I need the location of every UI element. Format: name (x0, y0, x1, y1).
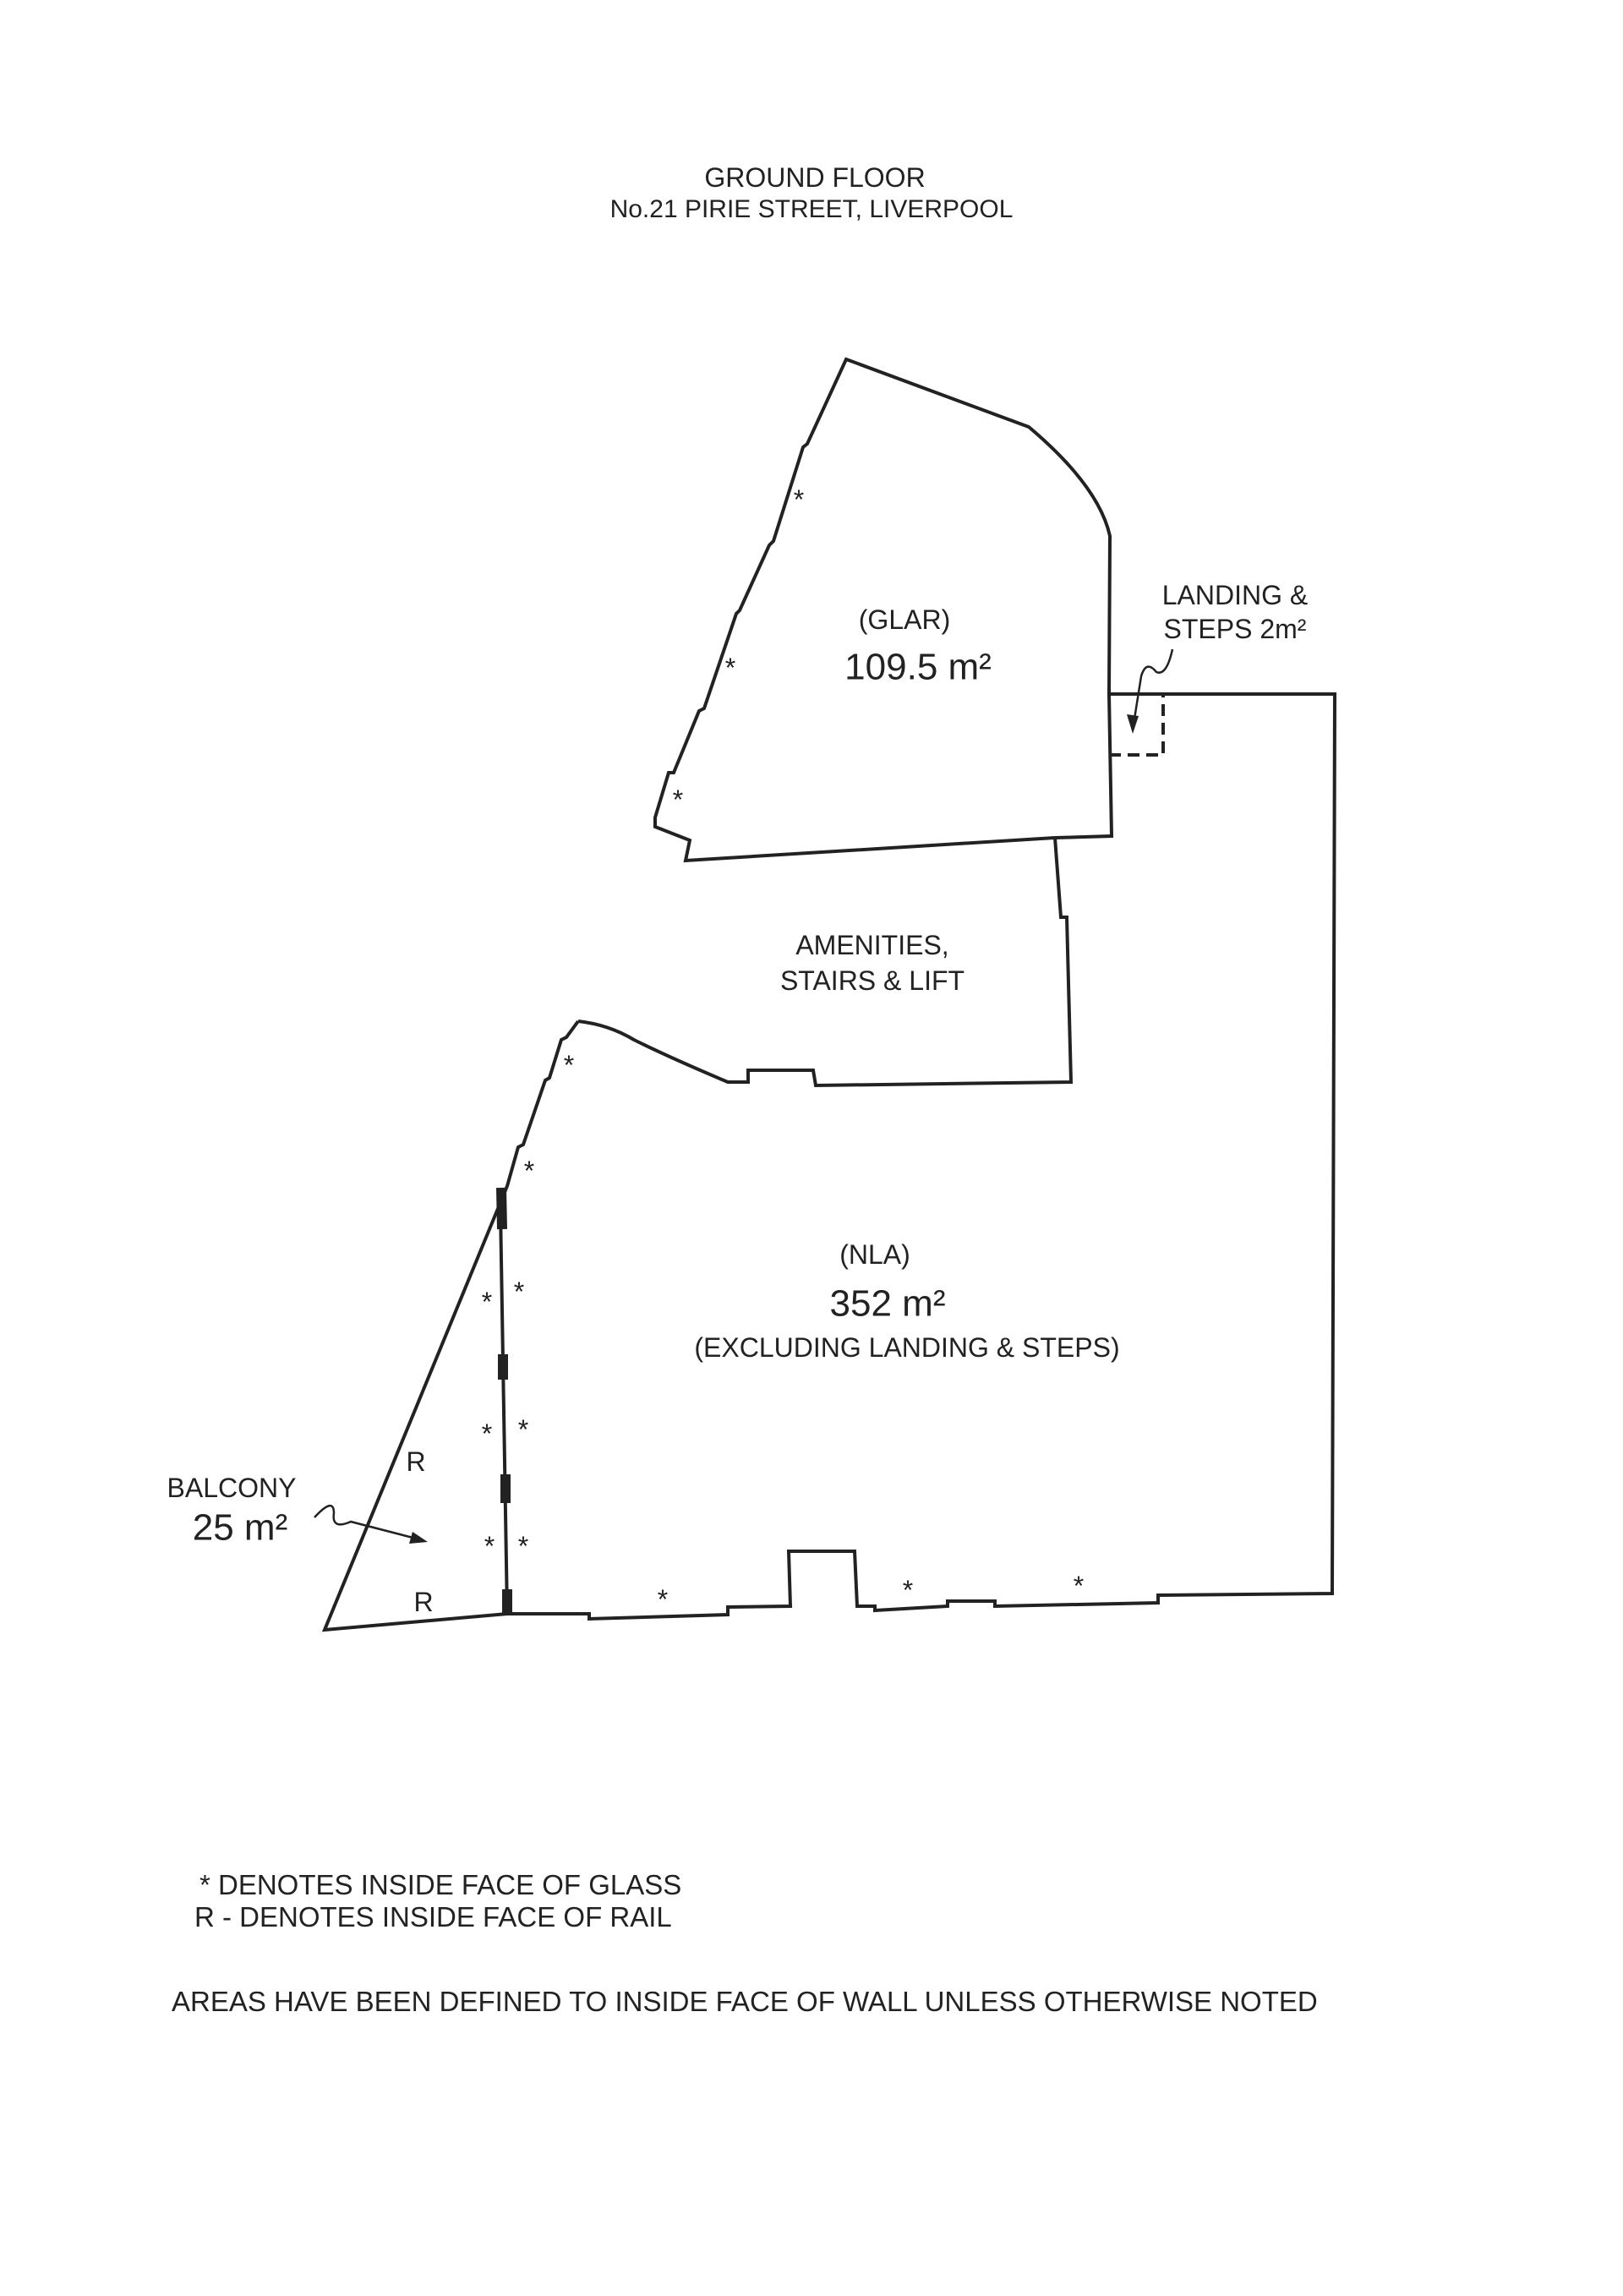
landing-label-1: LANDING & (1161, 579, 1309, 610)
amenities-outline (577, 837, 1074, 1088)
mullions (496, 1187, 512, 1614)
nla-outline (507, 692, 1337, 1621)
nla-label: (NLA) (839, 1238, 910, 1270)
balcony-label: BALCONY (167, 1472, 297, 1503)
rail-marker: R (406, 1446, 426, 1477)
glar-area: 109.5 m² (844, 646, 992, 688)
glass-marker: * (793, 484, 805, 515)
plan-title: GROUND FLOOR (704, 161, 926, 193)
nla-area: 352 m² (829, 1282, 946, 1325)
glass-marker: * (481, 1286, 493, 1317)
glass-marker: * (517, 1413, 529, 1445)
glass-marker: * (484, 1530, 495, 1561)
areas-note: AREAS HAVE BEEN DEFINED TO INSIDE FACE O… (172, 1986, 1318, 2017)
landing-steps-dashed (1109, 694, 1165, 757)
glass-marker: * (513, 1276, 525, 1307)
glar-label: (GLAR) (858, 604, 951, 635)
rail-marker: R (413, 1586, 434, 1617)
glass-marker: * (657, 1583, 669, 1615)
glass-marker: * (563, 1049, 575, 1080)
glass-marker: * (672, 784, 684, 815)
glass-marker: * (481, 1418, 493, 1449)
legend-rail: R - DENOTES INSIDE FACE OF RAIL (194, 1901, 672, 1932)
glass-mullion-line (499, 1208, 509, 1615)
glass-marker: * (523, 1155, 535, 1186)
plan-address: No.21 PIRIE STREET, LIVERPOOL (609, 195, 1014, 223)
balcony-area: 25 m² (192, 1506, 288, 1549)
landing-label-2: STEPS 2m² (1163, 613, 1307, 644)
glass-marker: * (517, 1530, 529, 1561)
balcony-arrowhead (409, 1532, 428, 1544)
glass-marker: * (902, 1574, 914, 1605)
legend-glass: * DENOTES INSIDE FACE OF GLASS (199, 1869, 682, 1900)
glass-marker: * (1073, 1570, 1085, 1601)
landing-leader-arrow (1131, 648, 1174, 730)
amenities-label-2: STAIRS & LIFT (779, 965, 965, 996)
glass-marker: * (724, 652, 736, 683)
balcony-leader-arrow (314, 1505, 424, 1542)
west-facade (321, 1020, 580, 1632)
landing-arrowhead (1127, 714, 1139, 734)
nla-note: (EXCLUDING LANDING & STEPS) (694, 1331, 1120, 1363)
amenities-label-1: AMENITIES, (795, 929, 949, 960)
